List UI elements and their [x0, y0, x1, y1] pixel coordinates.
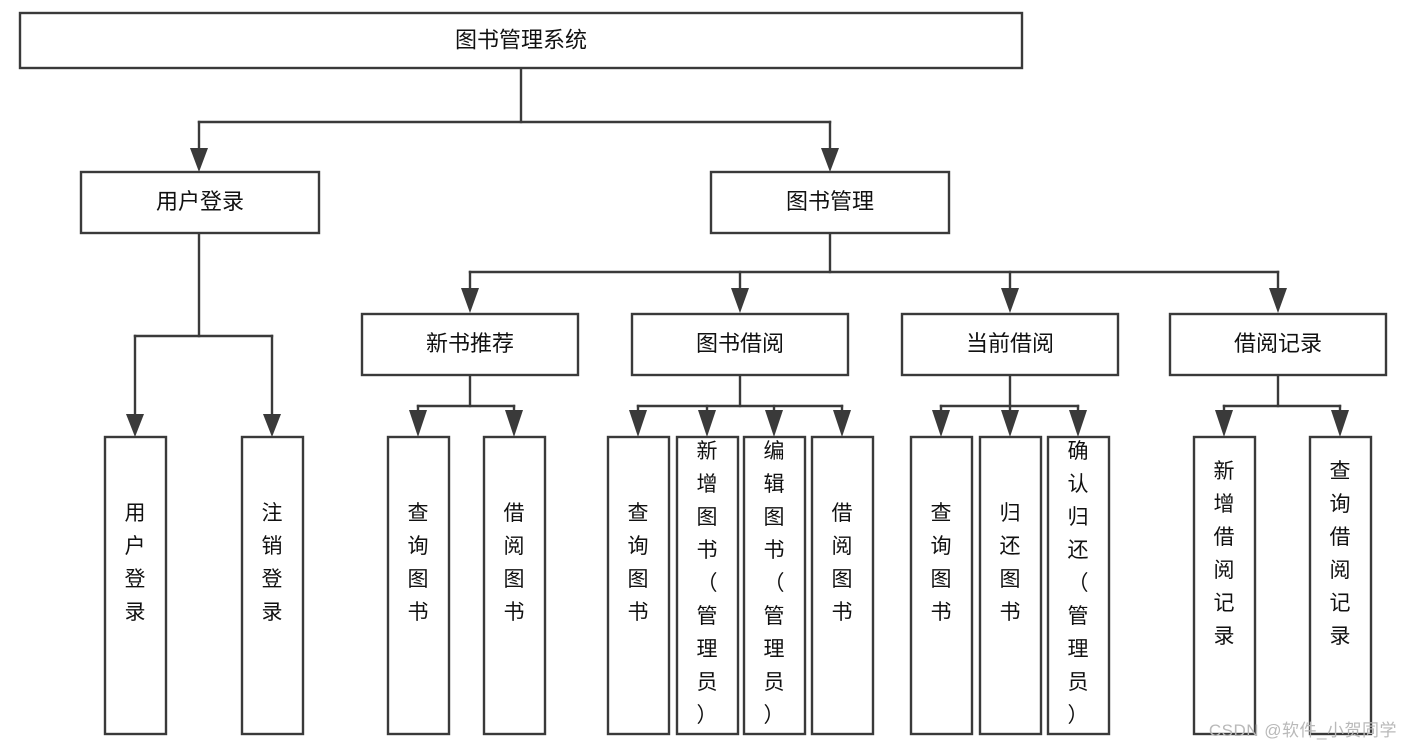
arrow-head-new-book-recommend: [461, 288, 479, 313]
connector-group-user-login-to-leaves: [126, 230, 281, 437]
leaf-query-borrow-record-label: 查询借阅记录: [1330, 460, 1351, 648]
arrow-head-leaf-add-record: [1215, 410, 1233, 437]
leaf-confirm-return-box[interactable]: [1046, 435, 1111, 736]
leaf-logout-box[interactable]: [240, 435, 305, 736]
leaf-query-book-current-box[interactable]: [909, 435, 974, 736]
node-borrow-record-label: 借阅记录: [1234, 331, 1322, 356]
leaf-node-borrow-book-recommend[interactable]: 借阅图书: [482, 435, 547, 736]
arrow-head-leaf-query-record: [1331, 410, 1349, 437]
arrow-head-book-manage: [821, 148, 839, 172]
node-new-book-recommend[interactable]: 新书推荐: [360, 312, 580, 377]
node-borrow-record-box[interactable]: [1168, 312, 1388, 377]
arrow-head-leaf-add-book: [698, 410, 716, 437]
leaf-node-edit-book[interactable]: 编辑图书（管理员）: [742, 435, 807, 736]
leaf-add-book-label: 新增图书（管理员）: [697, 440, 718, 727]
node-book-borrow-box[interactable]: [630, 312, 850, 377]
leaf-user-login-label: 用户登录: [125, 502, 146, 624]
leaf-return-book-box[interactable]: [978, 435, 1043, 736]
leaf-query-book-borrow-label: 查询图书: [628, 502, 649, 624]
node-root[interactable]: 图书管理系统: [18, 11, 1024, 70]
leaf-query-book-recommend-label: 查询图书: [408, 502, 429, 624]
node-book-manage-label: 图书管理: [786, 189, 874, 214]
arrow-head-current-borrow: [1001, 288, 1019, 313]
arrow-head-user-login: [190, 148, 208, 172]
node-borrow-record[interactable]: 借阅记录: [1168, 312, 1388, 377]
leaf-logout-label: 注销登录: [262, 502, 283, 624]
arrow-head-leaf-logout: [263, 414, 281, 437]
leaf-add-book-box[interactable]: [675, 435, 740, 736]
leaf-query-book-borrow-box[interactable]: [606, 435, 671, 736]
watermark-label: CSDN @软件_小贺同学: [1208, 721, 1397, 740]
leaf-query-borrow-record-box[interactable]: [1308, 435, 1373, 736]
node-book-manage-box[interactable]: [709, 170, 951, 235]
leaf-node-return-book[interactable]: 归还图书: [978, 435, 1043, 736]
node-current-borrow-box[interactable]: [900, 312, 1120, 377]
connector-group-book-manage-to-level3: [461, 231, 1287, 313]
leaf-borrow-book-label: 借阅图书: [832, 502, 853, 624]
connector-group-borrow-record-to-leaves: [1215, 373, 1349, 437]
node-new-book-recommend-box[interactable]: [360, 312, 580, 377]
connector-group-root-to-level2: [190, 66, 839, 172]
node-root-box[interactable]: [18, 11, 1024, 70]
arrow-head-leaf-query-book-2: [629, 410, 647, 437]
arrow-head-leaf-query-book-1: [409, 410, 427, 437]
leaf-add-borrow-record-box[interactable]: [1192, 435, 1257, 736]
node-user-login-box[interactable]: [79, 170, 321, 235]
arrow-head-leaf-edit-book: [765, 410, 783, 437]
leaf-add-borrow-record-label: 新增借阅记录: [1214, 460, 1235, 648]
leaf-node-query-book-current[interactable]: 查询图书: [909, 435, 974, 736]
node-current-borrow-label: 当前借阅: [966, 331, 1054, 356]
node-new-book-recommend-label: 新书推荐: [426, 331, 514, 356]
node-user-login[interactable]: 用户登录: [79, 170, 321, 235]
leaf-edit-book-label: 编辑图书（管理员）: [764, 440, 785, 727]
connector-group-new-book-recommend-to-leaves: [409, 373, 523, 437]
arrow-head-leaf-user-login: [126, 414, 144, 437]
leaf-return-book-label: 归还图书: [1000, 502, 1021, 624]
leaf-borrow-book-recommend-box[interactable]: [482, 435, 547, 736]
leaf-node-add-borrow-record[interactable]: 新增借阅记录: [1192, 435, 1257, 736]
leaf-query-book-recommend-box[interactable]: [386, 435, 451, 736]
leaf-borrow-book-recommend-label: 借阅图书: [504, 502, 525, 624]
node-book-manage[interactable]: 图书管理: [709, 170, 951, 235]
leaf-borrow-book-box[interactable]: [810, 435, 875, 736]
connector-group-book-borrow-to-leaves: [629, 373, 851, 437]
arrow-head-book-borrow: [731, 288, 749, 313]
leaf-node-confirm-return[interactable]: 确认归还（管理员）: [1046, 435, 1111, 736]
leaf-edit-book-box[interactable]: [742, 435, 807, 736]
leaf-confirm-return-label: 确认归还（管理员）: [1068, 440, 1089, 727]
node-root-label: 图书管理系统: [455, 27, 587, 52]
leaf-node-query-book-borrow[interactable]: 查询图书: [606, 435, 671, 736]
arrow-head-leaf-return-book: [1001, 410, 1019, 437]
node-book-borrow-label: 图书借阅: [696, 331, 784, 356]
leaf-node-query-book-recommend[interactable]: 查询图书: [386, 435, 451, 736]
leaf-node-user-login[interactable]: 用户登录: [103, 435, 168, 736]
leaf-user-login-box[interactable]: [103, 435, 168, 736]
node-user-login-label: 用户登录: [156, 189, 244, 214]
arrow-head-leaf-query-book-3: [932, 410, 950, 437]
leaf-node-borrow-book[interactable]: 借阅图书: [810, 435, 875, 736]
leaf-query-book-current-label: 查询图书: [931, 502, 952, 624]
leaf-node-add-book[interactable]: 新增图书（管理员）: [675, 435, 740, 736]
arrow-head-leaf-borrow-book-2: [833, 410, 851, 437]
node-book-borrow[interactable]: 图书借阅: [630, 312, 850, 377]
connector-group-current-borrow-to-leaves: [932, 373, 1087, 437]
arrow-head-leaf-confirm-return: [1069, 410, 1087, 437]
leaf-node-logout[interactable]: 注销登录: [240, 435, 305, 736]
arrow-head-borrow-record: [1269, 288, 1287, 313]
leaf-node-query-borrow-record[interactable]: 查询借阅记录: [1308, 435, 1373, 736]
node-current-borrow[interactable]: 当前借阅: [900, 312, 1120, 377]
arrow-head-leaf-borrow-book-1: [505, 410, 523, 437]
